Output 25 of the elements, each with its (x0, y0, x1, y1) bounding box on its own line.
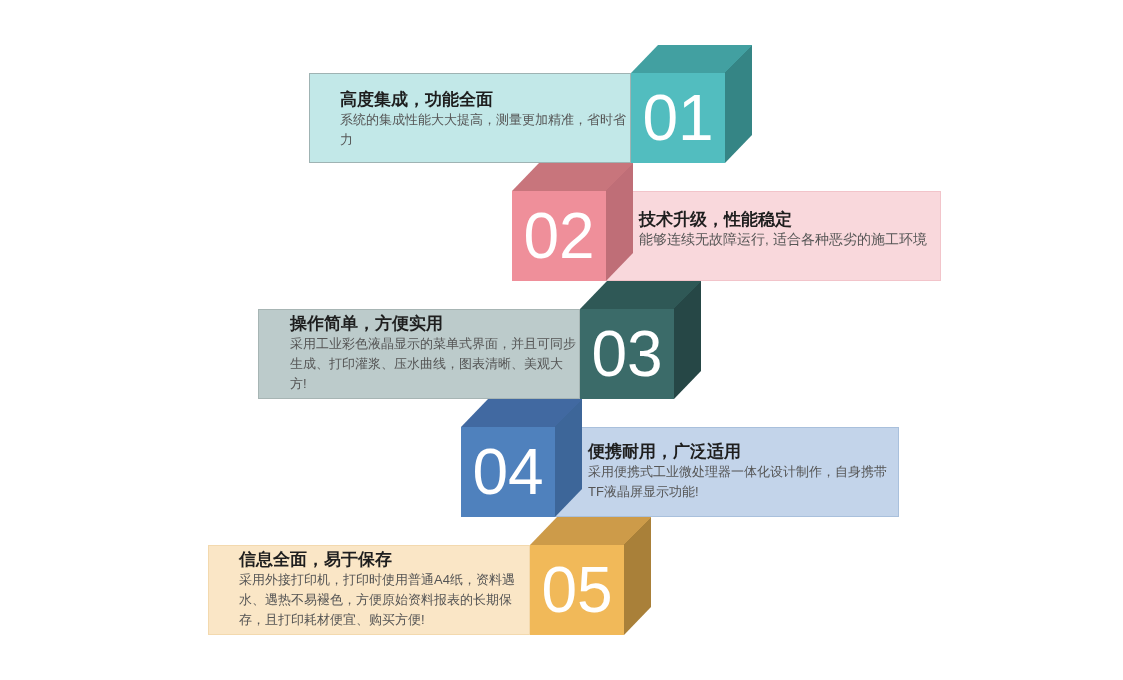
text-panel (606, 191, 941, 281)
panel-description: 采用外接打印机，打印时使用普通A4纸，资料遇水、遇热不易褪色，方便原始资料报表的长期保存，且打印耗材便宜、购买方便! (239, 571, 516, 629)
step-number: 01 (642, 86, 714, 150)
step-number: 04 (472, 440, 544, 504)
text-panel (258, 309, 580, 399)
panel-heading: 操作简单，方便实用 (290, 314, 443, 334)
text-panel (208, 545, 530, 635)
number-cube (631, 45, 752, 163)
panel-description: 系统的集成性能大大提高，测量更加精准，省时省力 (340, 110, 627, 149)
number-cube (461, 399, 582, 517)
panel-heading: 高度集成，功能全面 (340, 89, 493, 110)
text-panel (555, 427, 899, 517)
panel-description: 能够连续无故障运行, 适合各种恶劣的施工环境 (639, 231, 928, 249)
number-cube (580, 281, 701, 399)
number-cube (512, 163, 633, 281)
panel-description: 采用工业彩色液晶显示的菜单式界面，并且可同步生成、打印灌浆、压水曲线，图表清晰、美观大方! (290, 335, 577, 393)
step-number: 03 (591, 322, 663, 386)
step-number: 05 (541, 558, 613, 622)
number-cube (530, 517, 651, 635)
panel-heading: 信息全面，易于保存 (239, 550, 392, 570)
panel-heading: 技术升级，性能稳定 (639, 210, 792, 230)
step-number: 02 (523, 204, 595, 268)
panel-heading: 便携耐用，广泛适用 (588, 442, 741, 462)
panel-description: 采用便携式工业微处理器一体化设计制作，自身携带TF液晶屏显示功能! (588, 463, 888, 501)
text-panel (309, 73, 631, 163)
